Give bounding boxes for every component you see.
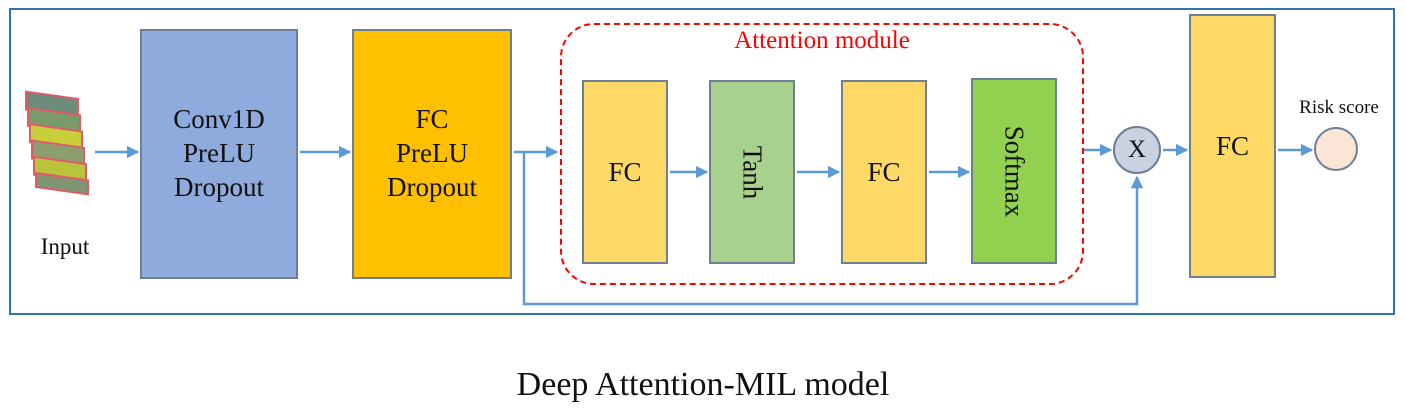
attention-fc-block-2: FC xyxy=(841,80,927,264)
arrow-skip-connection xyxy=(522,152,1144,306)
risk-score-node xyxy=(1314,127,1358,171)
multiply-node: X xyxy=(1113,126,1161,174)
attention-module-title: Attention module xyxy=(734,27,910,54)
input-image-stack-icon xyxy=(25,90,89,196)
conv-line-1: Conv1D xyxy=(173,104,265,135)
attention-fc-1-label: FC xyxy=(608,156,642,187)
risk-score-label: Risk score xyxy=(1299,97,1379,118)
attention-fc-2-label: FC xyxy=(867,156,901,187)
fc-block-line-3: Dropout xyxy=(387,171,477,202)
fc-prelu-dropout-block: FC PreLU Dropout xyxy=(352,29,512,279)
diagram-frame xyxy=(9,8,1395,315)
fc-block-line-2: PreLU xyxy=(396,138,468,169)
tanh-label: Tanh xyxy=(737,145,768,199)
conv-line-2: PreLU xyxy=(183,138,255,169)
conv1d-block: Conv1D PreLU Dropout xyxy=(140,29,298,279)
diagram-caption: Deep Attention-MIL model xyxy=(516,366,890,403)
tanh-block: Tanh xyxy=(709,80,795,264)
softmax-label: Softmax xyxy=(999,125,1030,217)
input-label: Input xyxy=(40,234,90,259)
fc-block-line-1: FC xyxy=(415,104,449,135)
output-fc-label: FC xyxy=(1215,130,1250,161)
attention-fc-block-1: FC xyxy=(582,80,668,264)
multiply-symbol: X xyxy=(1127,136,1147,163)
softmax-block: Softmax xyxy=(971,78,1057,264)
conv-line-3: Dropout xyxy=(173,171,264,202)
attention-module-border xyxy=(560,23,1084,285)
output-fc-block: FC xyxy=(1189,14,1276,278)
